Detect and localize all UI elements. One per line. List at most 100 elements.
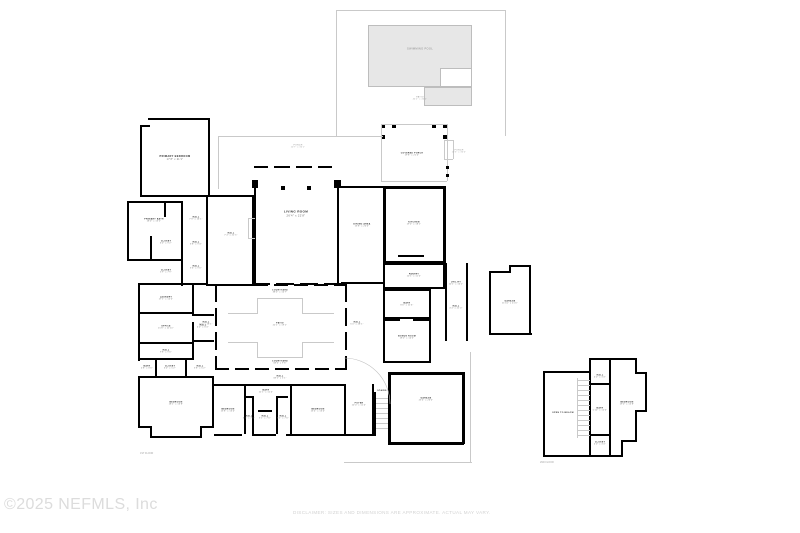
upper-stair-tread <box>577 380 590 381</box>
label-upper-bath: BATH 5'10" x 12'0" <box>592 407 608 413</box>
porch-pier <box>381 135 385 139</box>
courtyard-wall-bottom-e <box>295 368 309 371</box>
upper-stair-tread <box>577 395 590 396</box>
label-patio-center: PATIO 22'1" x 19'1" <box>272 322 288 328</box>
upper-level-tag: 2ND FLOOR <box>540 461 554 464</box>
south-wing-wall-bottom <box>214 434 242 437</box>
bonus-room-wall-top <box>383 319 400 321</box>
living-room-wall-top-a <box>254 166 268 168</box>
covered-porch-outline-left <box>381 124 382 181</box>
bedroom-sw-wall-right <box>212 376 215 428</box>
fireplace-pier <box>446 174 449 177</box>
courtyard-wall-bottom-d <box>275 368 289 371</box>
kitchen-wall-right <box>443 186 446 263</box>
hall-mid-wall-bottom <box>208 284 254 287</box>
primary-bedroom-corner-ne <box>208 118 211 127</box>
upper-stair-tread <box>577 400 590 401</box>
laundry-wall-right <box>192 283 194 314</box>
upper-wall-right-a <box>635 358 638 374</box>
bath-sw-wall-top <box>138 358 194 360</box>
label-hall-nw3: HALL 3'6" x 9'0" <box>190 265 202 271</box>
living-room-wall-top-d <box>318 166 332 168</box>
foyer-wall-right <box>372 384 375 436</box>
laundry-wall-bottom <box>138 312 194 314</box>
upper-stair-rail <box>577 378 578 438</box>
bedroom-sw-wall-bottom2 <box>200 426 214 429</box>
upper-stair-tread <box>577 390 590 391</box>
closet-a-divider <box>164 201 166 217</box>
south-wing-wall-bottom3 <box>286 434 344 437</box>
office-wall-bottom <box>138 342 194 344</box>
patio-center-outline-right <box>302 298 303 313</box>
living-room-wall-right <box>337 180 340 285</box>
swimming-pool-shape <box>368 25 472 87</box>
primary-bedroom-wall-right <box>208 125 211 197</box>
garage-s-wall-left <box>388 372 391 444</box>
courtyard-wall-top-f <box>314 284 328 287</box>
courtyard-wall-bottom-c <box>255 368 269 371</box>
label-garage-e: GARAGE 11'10" x 21'0" <box>502 300 518 306</box>
primary-bedroom-wall-top <box>148 118 210 121</box>
stair-tread <box>376 418 388 419</box>
dining-wall-bottom <box>341 282 385 285</box>
bath-e-wall-bottom <box>383 317 431 319</box>
garage-e-wall-left <box>489 271 492 335</box>
porch-pier <box>432 124 436 128</box>
living-room-window <box>248 218 255 219</box>
living-room-wall-left <box>254 180 257 285</box>
label-bonus-room: BONUS ROOM 18'0" x 14'0" <box>398 335 416 341</box>
fireplace-hatch-outline <box>453 140 454 159</box>
label-courtyard-north: COURTYARD 38'0" x 10'7" <box>272 289 288 295</box>
courtyard-wall-top-d <box>274 284 288 287</box>
hall-e-wall-right <box>466 263 469 341</box>
south-wing-wall-top <box>214 384 344 387</box>
hall-mid-wall-right <box>252 195 255 286</box>
upper-stair-tread <box>577 405 590 406</box>
fireplace-pier <box>446 166 449 169</box>
pantry-wall-bottom <box>383 287 445 289</box>
upper-wall-top-mid <box>589 358 592 373</box>
stair-tread <box>376 408 388 409</box>
courtyard-wall-left-c <box>215 332 218 350</box>
label-primary-bath: PRIMARY BATH 18'0" x 13'2" <box>144 218 164 224</box>
bedroom-sw-bay-l <box>150 426 153 438</box>
upper-interior-wall-c <box>609 358 611 383</box>
garage-e-wall-right <box>529 265 532 335</box>
label-util-e: UTILITY 10'1" x 10'1" <box>448 281 464 287</box>
label-courtyard-south: COURTYARD 38'0" x 9'8" <box>272 360 288 366</box>
copyright-watermark: ©2025 NEFMLS, Inc <box>4 496 158 513</box>
main-level-tag: 1ST FLOOR <box>140 452 154 455</box>
label-kitchen: KITCHEN 19'0" x 18'1" <box>406 221 422 227</box>
disclaimer-text: DISCLAIMER: SIZES AND DIMENSIONS ARE APP… <box>293 510 491 515</box>
stair-tread <box>376 403 388 404</box>
pantry-wall-right <box>443 263 445 289</box>
courtyard-wall-right-c <box>345 332 348 350</box>
garage-e-wall-top2 <box>509 265 531 268</box>
upper-interior-wall-e <box>609 383 611 455</box>
label-bath-south: BATH 12'1" x 11'4" <box>258 389 274 395</box>
primary-bedroom-wall-bottom <box>140 195 210 198</box>
courtyard-wall-right-b <box>345 308 348 326</box>
office-wall-right <box>192 322 194 344</box>
dining-wall-top <box>341 186 385 189</box>
label-hall-sw3: HALL 3'8" x 6'2" <box>194 365 206 371</box>
pantry-wall-top <box>383 263 445 265</box>
garage-s-wall-right <box>462 372 465 444</box>
courtyard-wall-top-g <box>334 284 347 287</box>
living-room-corner-nw <box>252 180 258 188</box>
label-upper-bedroom: BEDROOM 19'0" x 15'8" <box>619 401 635 407</box>
courtyard-wall-top-e <box>294 284 308 287</box>
courtyard-wall-top-b <box>234 284 248 287</box>
south-bath-inner <box>258 410 272 412</box>
covered-porch-outline-right <box>447 124 448 181</box>
patio-center-outline-top <box>257 298 302 299</box>
upper-stair-tread <box>577 425 590 426</box>
kitchen-island <box>398 255 424 257</box>
hall-sw-box-bottom <box>192 340 214 342</box>
garage-e-wall-top <box>489 271 511 274</box>
sw-divider-bottom <box>138 376 214 378</box>
fireplace-hatch-outline <box>444 140 445 159</box>
label-living-room: LIVING ROOM 26'4" x 22'8" <box>283 209 309 218</box>
pool-spa-shape <box>424 87 472 106</box>
label-bedroom-s2: BEDROOM 13'8" x 13'4" <box>220 408 236 414</box>
